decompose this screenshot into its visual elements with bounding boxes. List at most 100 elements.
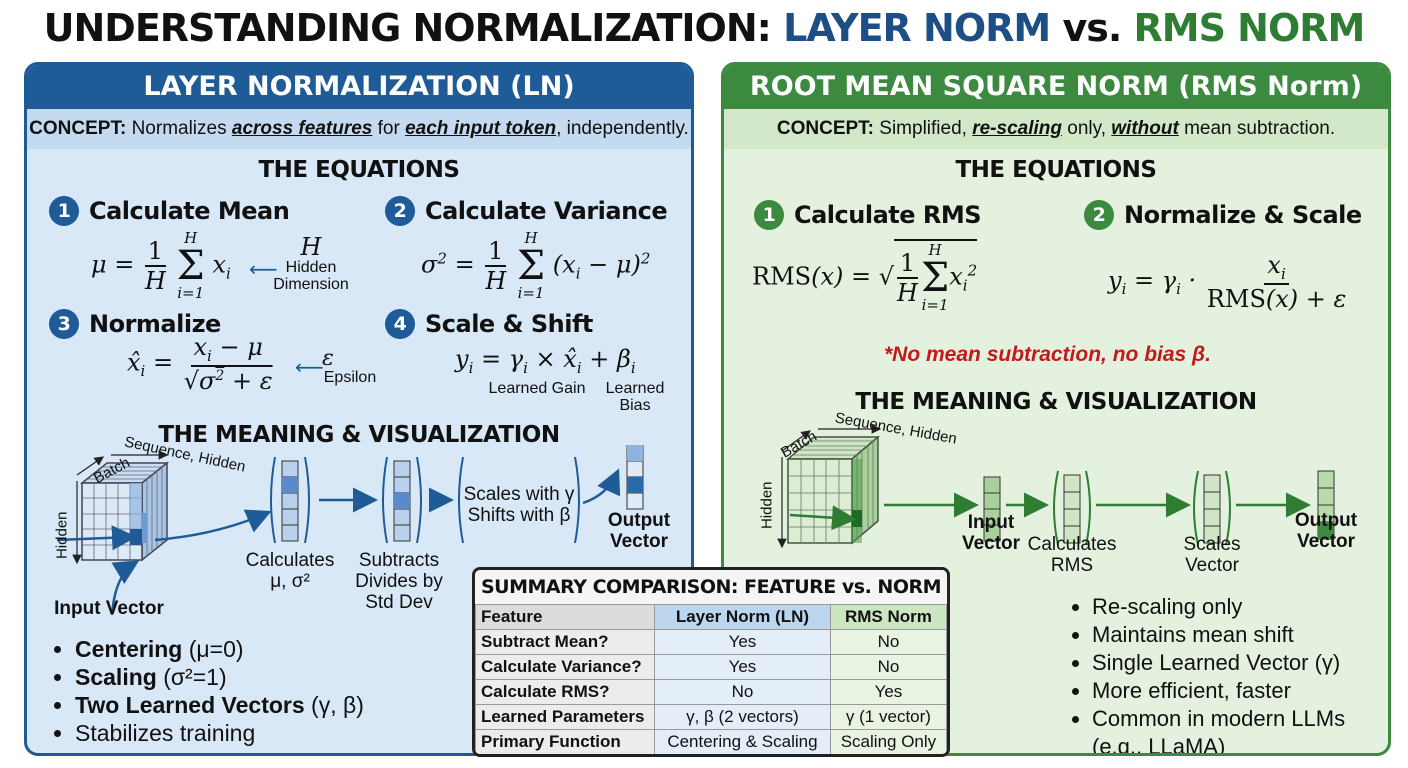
table-row: Calculate Variance? Yes No [475, 654, 947, 680]
summary-cell-feature: Learned Parameters [475, 704, 655, 730]
ln-normalize-equation: x̂i = xi − μ√σ2 + ε [127, 333, 273, 395]
ln-concept-label: CONCEPT: [29, 118, 127, 139]
rms-concept-text3: mean subtraction. [1184, 118, 1336, 139]
rms-hidden-arrow [789, 505, 857, 531]
ln-epsilon-symbol: ε [322, 346, 334, 371]
rms-vector-scales [1193, 470, 1231, 546]
ln-arrow-to-output [582, 468, 621, 505]
ln-scales-shifts-label: Scales with γ Shifts with β [459, 484, 579, 527]
ln-tensor-cube [79, 461, 170, 562]
title-part-4: RMS NORM [1133, 6, 1366, 50]
summary-cell-rms: γ (1 vector) [829, 704, 947, 730]
ln-concept-text1: Normalizes [131, 118, 227, 139]
table-row: Subtract Mean? Yes No [475, 629, 947, 655]
ln-input-vector-label: Input Vector [54, 598, 164, 619]
summary-cell-rms: Scaling Only [829, 729, 947, 754]
rms-equations-title: THE EQUATIONS [955, 157, 1157, 183]
summary-cell-rms: No [829, 629, 947, 655]
rms-bullet-5: Common in modern LLMs (e.g., LLaMA) [1092, 705, 1370, 753]
ln-output-vector-label: Output Vector [607, 510, 671, 552]
ln-concept-em2: each input token [405, 118, 557, 139]
ln-concept-text2: for [377, 118, 400, 139]
title-part-3: vs. [1062, 6, 1122, 50]
ln-output-vector [626, 445, 644, 510]
summary-cell-ln: γ, β (2 vectors) [654, 704, 831, 730]
ln-meaning-title: THE MEANING & VISUALIZATION [158, 422, 560, 448]
summary-cell-feature: Calculate Variance? [475, 654, 655, 680]
summary-cell-rms: Yes [829, 679, 947, 705]
ln-step-2-label: Calculate Variance [425, 197, 668, 225]
rms-concept-label: CONCEPT: [776, 118, 874, 139]
summary-table: Feature Layer Norm (LN) RMS Norm Subtrac… [475, 604, 947, 754]
summary-cell-ln: Yes [654, 629, 831, 655]
summary-header-rms-norm: RMS Norm [829, 604, 947, 630]
summary-cell-feature: Calculate RMS? [475, 679, 655, 705]
rms-input-vector [983, 476, 1001, 542]
rms-meaning-title: THE MEANING & VISUALIZATION [855, 389, 1257, 415]
rms-bullet-list: Re-scaling only Maintains mean shift Sin… [1070, 593, 1370, 753]
ln-step-3: 3 Normalize [49, 309, 221, 339]
summary-cell-ln: No [654, 679, 831, 705]
ln-concept: CONCEPT: Normalizes across features for … [27, 109, 691, 149]
ln-bullet-1: Centering (μ=0) [75, 635, 493, 663]
rms-visualization [777, 424, 1335, 549]
summary-cell-ln: Yes [654, 654, 831, 680]
ln-bullet-1-bold: Centering [75, 636, 183, 662]
ln-vector-subtracts [382, 456, 422, 544]
main-title: UNDERSTANDING NORMALIZATION: LAYER NORM … [0, 6, 1408, 50]
ln-calculates-label: Calculates μ, σ² [245, 550, 335, 592]
title-part-1: UNDERSTANDING NORMALIZATION: [43, 6, 772, 50]
table-row: Calculate RMS? No Yes [475, 679, 947, 705]
rms-hidden-label: Hidden [758, 481, 776, 530]
ln-hidden-dimension-label: Hidden Dimension [273, 259, 349, 293]
rms-concept-em1: re-scaling [972, 118, 1062, 139]
ln-step-3-number: 3 [49, 309, 79, 339]
ln-step-3-label: Normalize [89, 310, 221, 338]
ln-concept-em1: across features [231, 118, 373, 139]
rms-step-2: 2 Normalize & Scale [1084, 200, 1362, 230]
ln-bullet-3-bold: Two Learned Vectors [75, 692, 305, 718]
ln-step-2: 2 Calculate Variance [385, 196, 668, 226]
summary-cell-feature: Primary Function [475, 729, 655, 754]
ln-subtracts-label: Subtracts Divides by Std Dev [355, 550, 443, 613]
ln-equations-title: THE EQUATIONS [258, 157, 460, 183]
ln-step-1: 1 Calculate Mean [49, 196, 290, 226]
ln-arrow-to-calc [154, 509, 272, 542]
table-row: Primary Function Centering & Scaling Sca… [475, 729, 947, 754]
rms-bullet-4: More efficient, faster [1092, 677, 1370, 705]
rms-bullet-1: Re-scaling only [1092, 593, 1370, 621]
summary-cell-feature: Subtract Mean? [475, 629, 655, 655]
ln-bullet-3-rest: (γ, β) [304, 692, 364, 718]
summary-header-row: Feature Layer Norm (LN) RMS Norm [475, 604, 947, 630]
ln-learned-bias-label: Learned Bias [605, 380, 665, 414]
rms-bullet-3: Single Learned Vector (γ) [1092, 649, 1370, 677]
rms-step-1: 1 Calculate RMS [754, 200, 982, 230]
ln-scale-shift-equation: yi = γi × x̂i + βi [455, 345, 636, 377]
ln-step-4-number: 4 [385, 309, 415, 339]
ln-scales-bracket-right [574, 456, 580, 544]
summary-cell-ln: Centering & Scaling [654, 729, 831, 754]
summary-header-feature: Feature [475, 604, 655, 630]
ln-step-4: 4 Scale & Shift [385, 309, 593, 339]
rms-input-vector-label: Input Vector [961, 512, 1021, 554]
ln-panel-header: LAYER NORMALIZATION (LN) [27, 65, 691, 109]
rms-output-vector [1317, 470, 1335, 540]
ln-step-1-number: 1 [49, 196, 79, 226]
ln-learned-gain-label: Learned Gain [488, 380, 586, 397]
ln-arrow-to-h: ⟵ [249, 259, 278, 281]
summary-cell-rms: No [829, 654, 947, 680]
summary-title: SUMMARY COMPARISON: FEATURE vs. NORM [475, 570, 947, 604]
ln-concept-text3: , independently. [556, 118, 689, 139]
ln-hidden-dimension-note: H Hidden Dimension [267, 234, 355, 294]
ln-bullet-1-rest: (μ=0) [182, 636, 244, 662]
rms-no-mean-note: *No mean subtraction, no bias β. [884, 343, 1211, 366]
ln-bullet-3: Two Learned Vectors (γ, β) [75, 691, 493, 719]
ln-step-2-number: 2 [385, 196, 415, 226]
ln-scales-bracket-left [458, 456, 464, 544]
rms-vector-calculates [1053, 470, 1091, 546]
ln-scales-with-gamma: Scales with γ [463, 484, 575, 505]
ln-bullet-2-rest: (σ²=1) [156, 664, 227, 690]
